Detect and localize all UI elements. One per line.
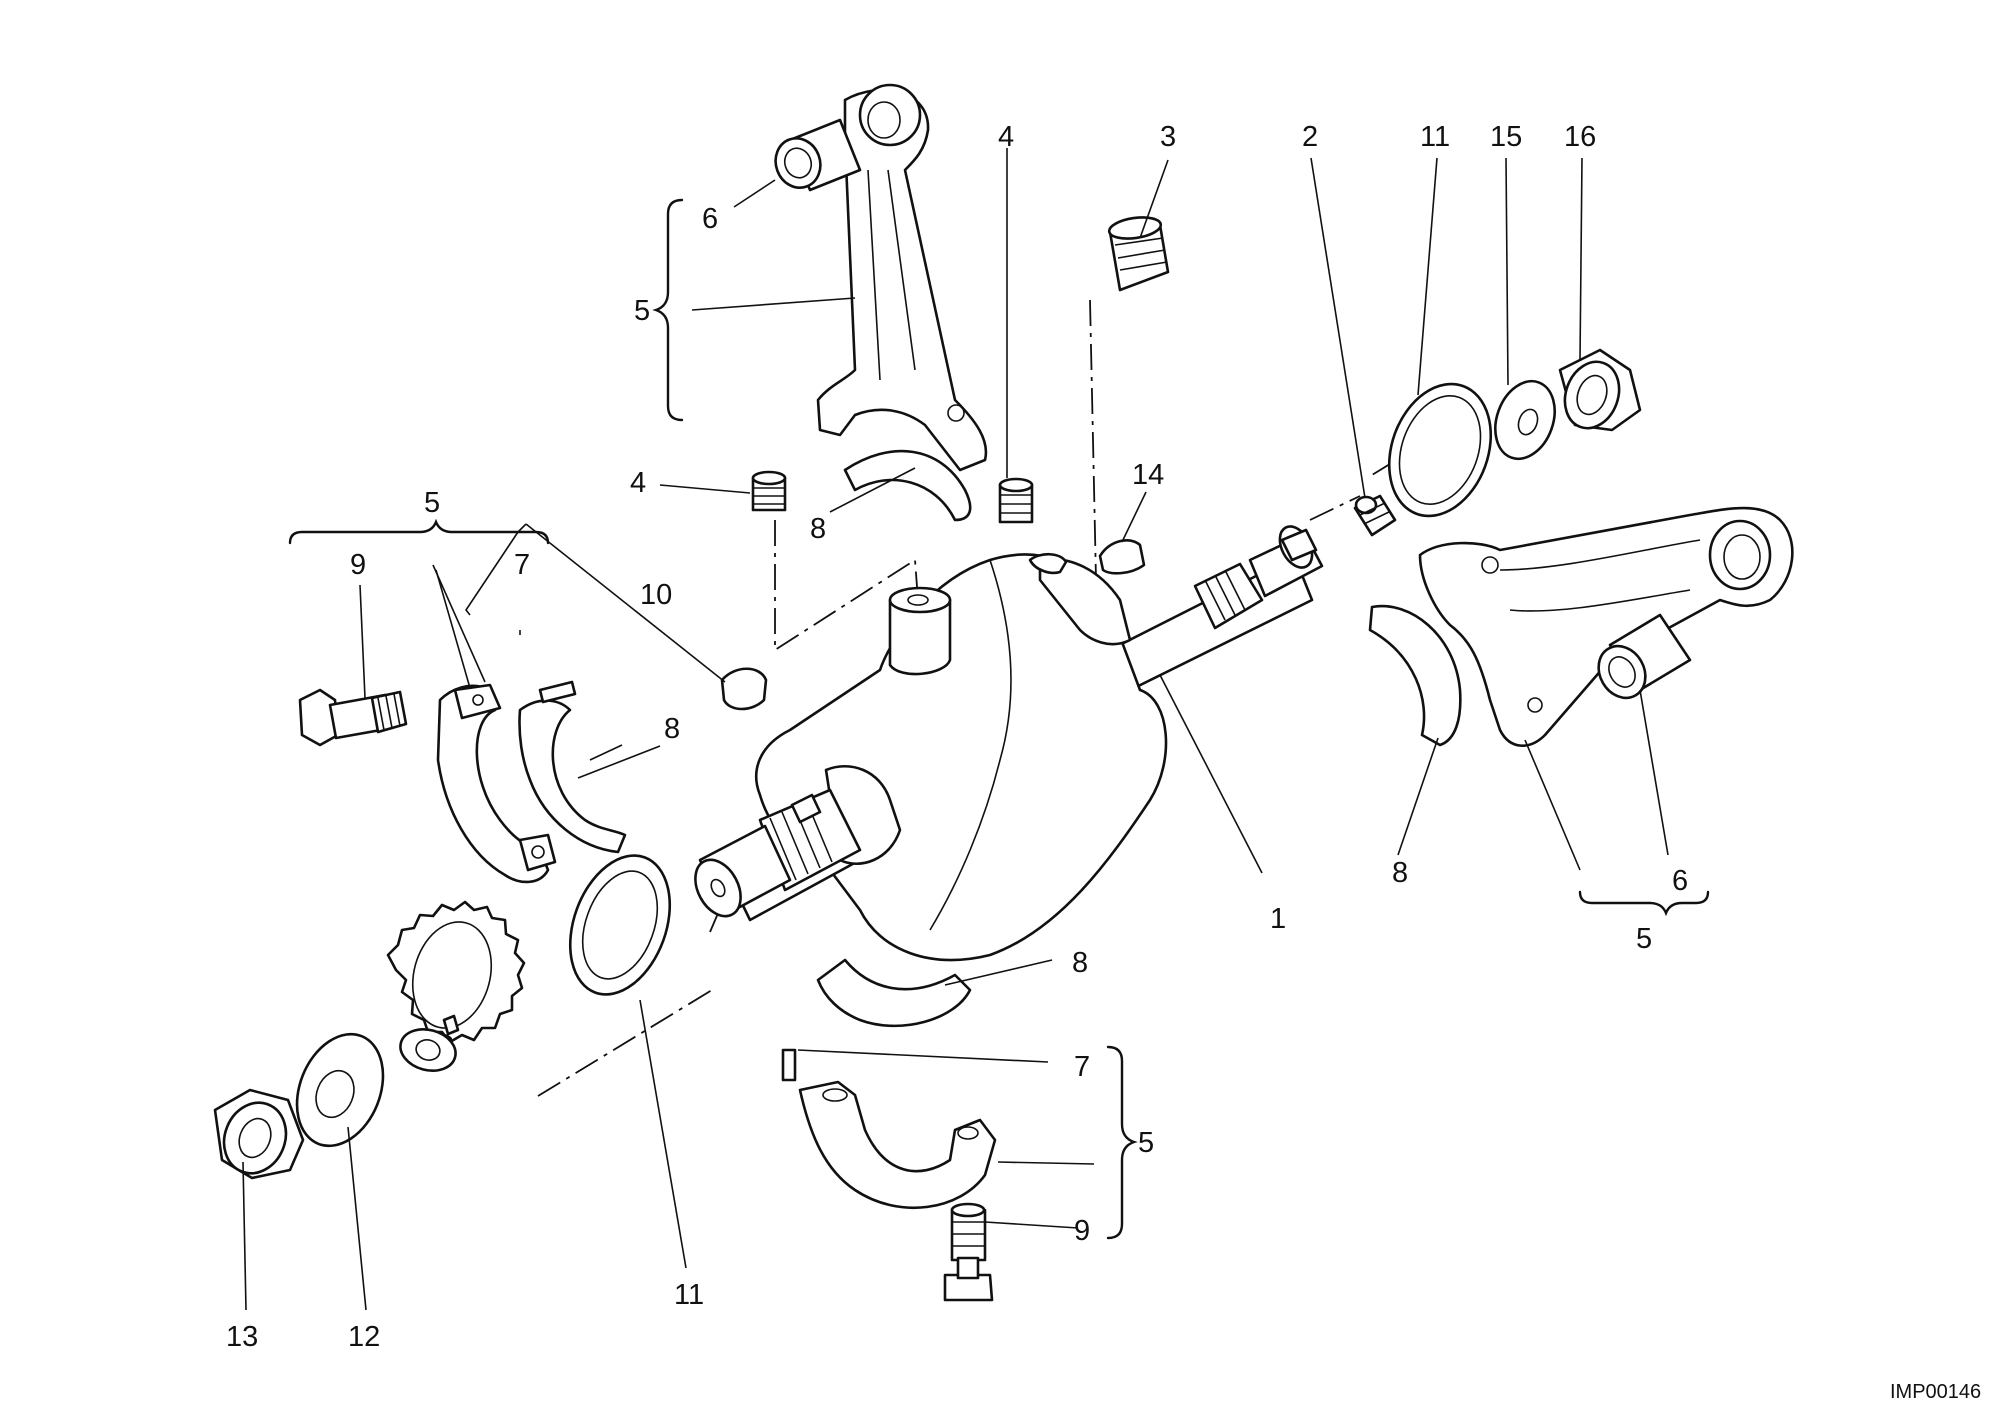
callout-13: 13	[226, 1321, 258, 1353]
callout-8: 8	[810, 513, 826, 545]
callout-7: 7	[514, 549, 530, 581]
callout-6: 6	[702, 203, 718, 235]
callout-10: 10	[640, 579, 672, 611]
callout-8: 8	[664, 713, 680, 745]
left-cap-assembly	[298, 680, 627, 884]
callout-9: 9	[350, 549, 366, 581]
brace-bottom-cap	[1106, 1045, 1138, 1240]
reference-code: IMP00146	[1890, 1381, 1981, 1403]
crankshaft	[694, 525, 1324, 962]
callout-12: 12	[348, 1321, 380, 1353]
callout-14: 14	[1132, 459, 1164, 491]
callout-15: 15	[1490, 121, 1522, 153]
connecting-rod-top	[774, 83, 988, 522]
callout-11: 11	[1420, 121, 1450, 153]
callout-3: 3	[1160, 121, 1176, 153]
callout-11: 11	[674, 1279, 704, 1311]
callout-numbers: 6 5 4 3 2 11 15 16 4 8 14 5 9 7 10 8 1 8…	[226, 121, 1688, 1353]
callout-16: 16	[1564, 121, 1596, 153]
callout-4: 4	[998, 121, 1014, 153]
brace-left-cap	[288, 518, 550, 545]
small-plugs	[720, 216, 1397, 711]
callout-2: 2	[1302, 121, 1318, 153]
callout-5: 5	[1138, 1127, 1154, 1159]
right-shaft-washers	[1387, 348, 1642, 518]
brace-right-rod	[1578, 890, 1710, 917]
callout-6: 6	[1672, 865, 1688, 897]
left-shaft-parts	[213, 854, 672, 1180]
bottom-cap-assembly	[781, 958, 997, 1302]
callout-8: 8	[1392, 857, 1408, 889]
callout-5: 5	[424, 487, 440, 519]
brace-top-rod	[652, 198, 684, 422]
callout-4: 4	[630, 467, 646, 499]
callout-1: 1	[1270, 903, 1286, 935]
callout-8: 8	[1072, 947, 1088, 979]
callout-5: 5	[634, 295, 650, 327]
callout-9: 9	[1074, 1215, 1090, 1247]
callout-7: 7	[1074, 1051, 1090, 1083]
braces	[288, 198, 1710, 1240]
leader-lines	[242, 148, 1669, 1311]
callout-5: 5	[1636, 923, 1652, 955]
connecting-rod-right	[1368, 506, 1794, 747]
